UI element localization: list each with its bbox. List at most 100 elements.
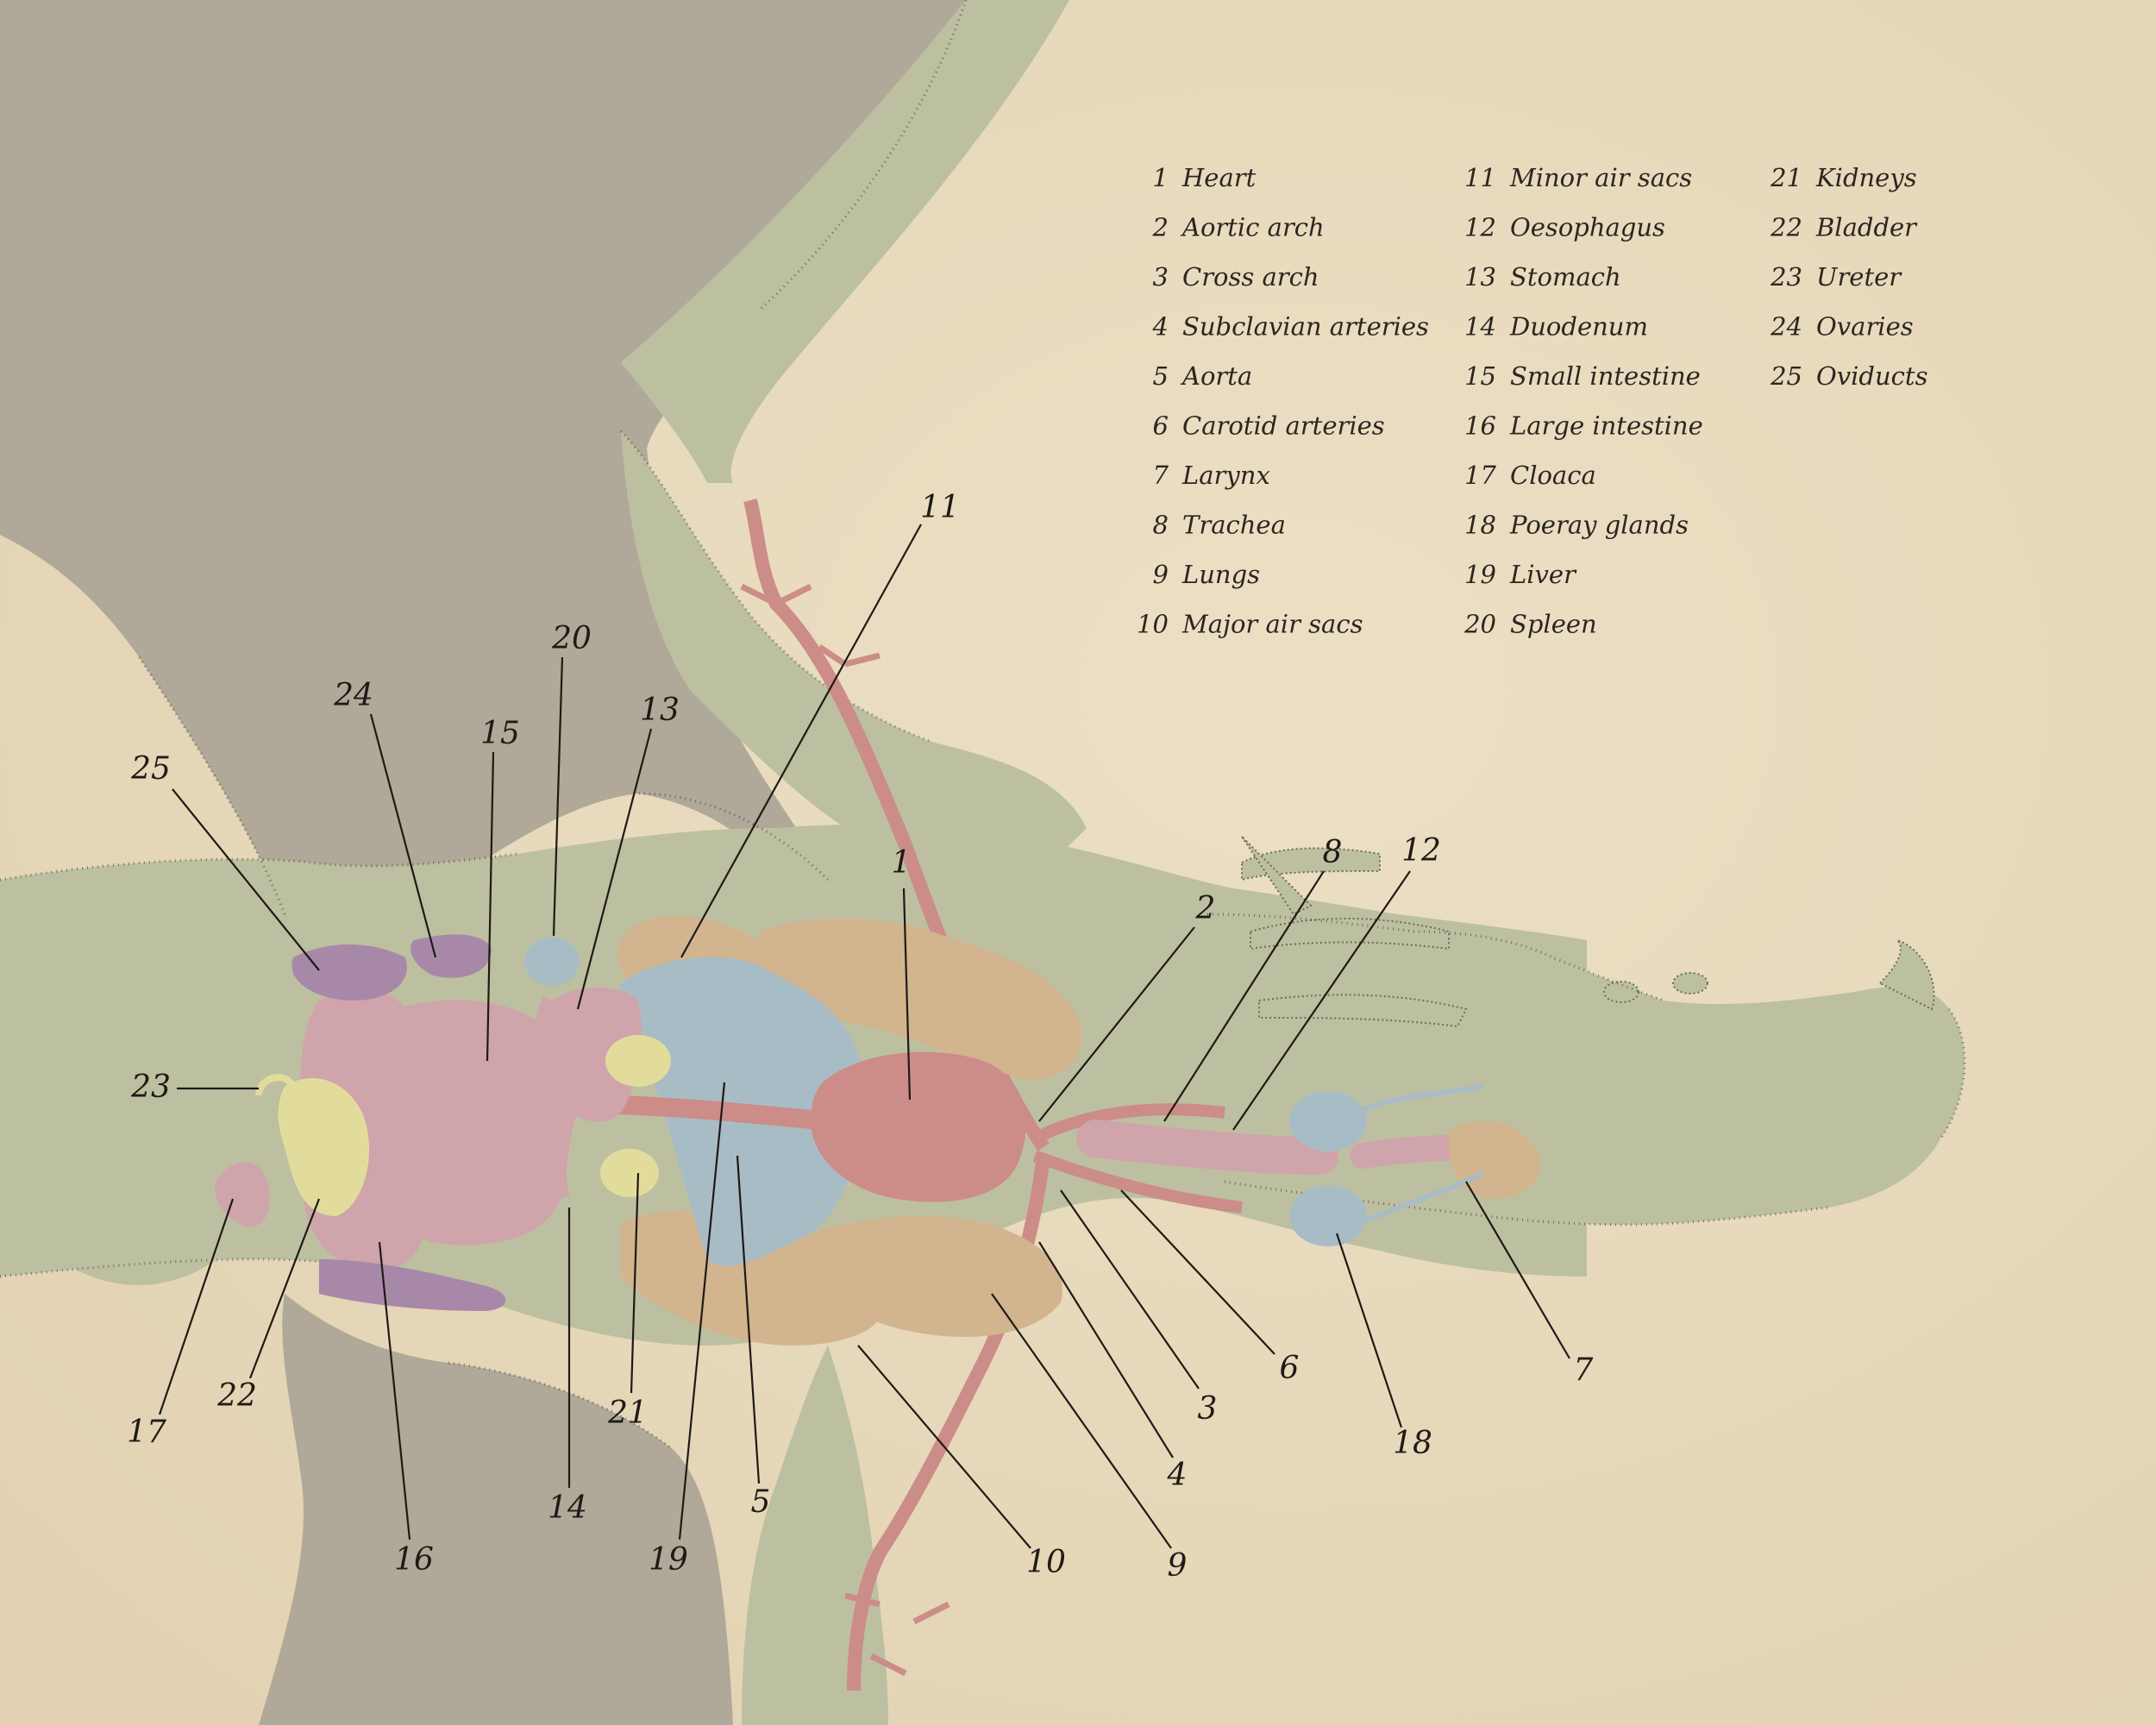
legend-label: Liver (1509, 560, 1577, 589)
spleen (524, 938, 580, 986)
ear-spike-icon (1241, 836, 1313, 916)
callout-number: 16 (394, 1542, 434, 1578)
callout-leader-line (1120, 1189, 1275, 1355)
legend-number: 17 (1464, 461, 1496, 490)
callout-number: 6 (1280, 1351, 1300, 1386)
upper-wing-membrane (0, 0, 966, 926)
callout-leader-line (1038, 1241, 1174, 1458)
callout-leader-line (736, 1155, 761, 1484)
bladder (278, 1078, 370, 1216)
legend-label: Cross arch (1182, 262, 1319, 292)
legend-number: 1 (1153, 163, 1169, 192)
carotid-arteries (1031, 1103, 1243, 1214)
callout-number: 23 (130, 1070, 171, 1105)
legend-label: Oesophagus (1510, 213, 1665, 242)
legend-number: 11 (1464, 163, 1496, 192)
callout-number: 20 (551, 621, 592, 656)
callout-leader-line (1163, 870, 1325, 1122)
legend-number: 19 (1464, 560, 1496, 589)
legend-label: Minor air sacs (1509, 163, 1692, 192)
legend-number: 20 (1463, 610, 1496, 639)
legend-number: 3 (1153, 262, 1169, 292)
callout-leader-line (680, 524, 922, 958)
lung-upper (759, 919, 1082, 1080)
legend-label: Poeray glands (1509, 511, 1689, 540)
lower-wing-membrane (259, 1294, 733, 1725)
upper-leg (621, 431, 1087, 862)
callout-number: 18 (1393, 1426, 1432, 1461)
callout-number: 3 (1198, 1391, 1218, 1427)
legend-number: 23 (1770, 262, 1802, 292)
callout-leader-line (248, 1198, 321, 1379)
trachea (1076, 1120, 1338, 1175)
wings (0, 0, 1069, 1725)
callout-leader-line (552, 656, 564, 937)
callout-number: 13 (640, 693, 680, 728)
legend-label: Duodenum (1509, 312, 1648, 342)
ovaries-lower (319, 1259, 506, 1311)
callout-leader-line (1465, 1181, 1570, 1359)
small-intestine (377, 1000, 566, 1245)
legend-number: 9 (1153, 560, 1169, 589)
lung-lower (793, 1215, 1062, 1337)
legend-number: 4 (1152, 312, 1169, 342)
callout-leader-line (991, 1293, 1172, 1549)
callout-leader-line (1060, 1189, 1200, 1389)
legend-label: Bladder (1815, 213, 1918, 242)
legend-label: Large intestine (1509, 411, 1703, 441)
legend-number: 5 (1153, 361, 1169, 391)
oviducts (291, 944, 407, 1000)
legend-label: Lungs (1181, 560, 1260, 589)
legend-label: Subclavian arteries (1182, 312, 1429, 342)
legend-number: 15 (1464, 361, 1496, 391)
callout-leader-line (369, 713, 437, 958)
callout-number: 14 (548, 1490, 587, 1526)
callout-leader-line (678, 1082, 726, 1540)
legend-label: Oviducts (1816, 361, 1927, 391)
eye-ridge-icon (1603, 981, 1639, 1003)
callout-number: 24 (333, 678, 373, 713)
callout-number: 7 (1574, 1352, 1594, 1388)
callout-number: 15 (480, 716, 520, 751)
duodenum (535, 996, 580, 1202)
legend-number: 24 (1770, 312, 1802, 342)
legend-number: 13 (1464, 262, 1496, 292)
legend-label: Stomach (1510, 262, 1621, 292)
callout-number: 17 (127, 1414, 166, 1450)
callout-number: 4 (1167, 1458, 1188, 1493)
liver (600, 1035, 671, 1197)
callout-leader-line (902, 888, 912, 1101)
legend-number: 18 (1464, 511, 1496, 540)
legend-number: 6 (1153, 411, 1169, 441)
legend-number: 8 (1153, 511, 1169, 540)
callout-leader-line (857, 1345, 1031, 1549)
legend-number: 14 (1464, 312, 1496, 342)
legend-label: Aorta (1180, 361, 1252, 391)
legend-label: Kidneys (1815, 163, 1917, 192)
horn-icon (1250, 918, 1450, 950)
legend-number: 2 (1152, 213, 1169, 242)
callout-number: 8 (1323, 835, 1343, 870)
legend-number: 7 (1153, 461, 1169, 490)
legend-label: Aortic arch (1180, 213, 1325, 242)
legend-label: Carotid arteries (1182, 411, 1385, 441)
eye-ridge-icon (1672, 972, 1708, 994)
callout-leader-line (486, 751, 495, 1062)
snout-horn-icon (1878, 939, 1935, 1011)
callout-leader-line (576, 728, 653, 1010)
callout-leader-line (158, 1198, 235, 1415)
legend-number: 22 (1770, 213, 1802, 242)
legend-number: 16 (1464, 411, 1496, 441)
callout-number: 19 (649, 1542, 688, 1578)
callout-leader-line (1232, 870, 1411, 1131)
legend-number: 25 (1770, 361, 1802, 391)
legend-label: Small intestine (1510, 361, 1701, 391)
callout-number: 1 (892, 845, 912, 881)
legend-label: Major air sacs (1181, 610, 1363, 639)
neck-duct (1352, 1084, 1485, 1227)
legend-label: Cloaca (1510, 461, 1596, 490)
legend-label: Ovaries (1816, 312, 1914, 342)
